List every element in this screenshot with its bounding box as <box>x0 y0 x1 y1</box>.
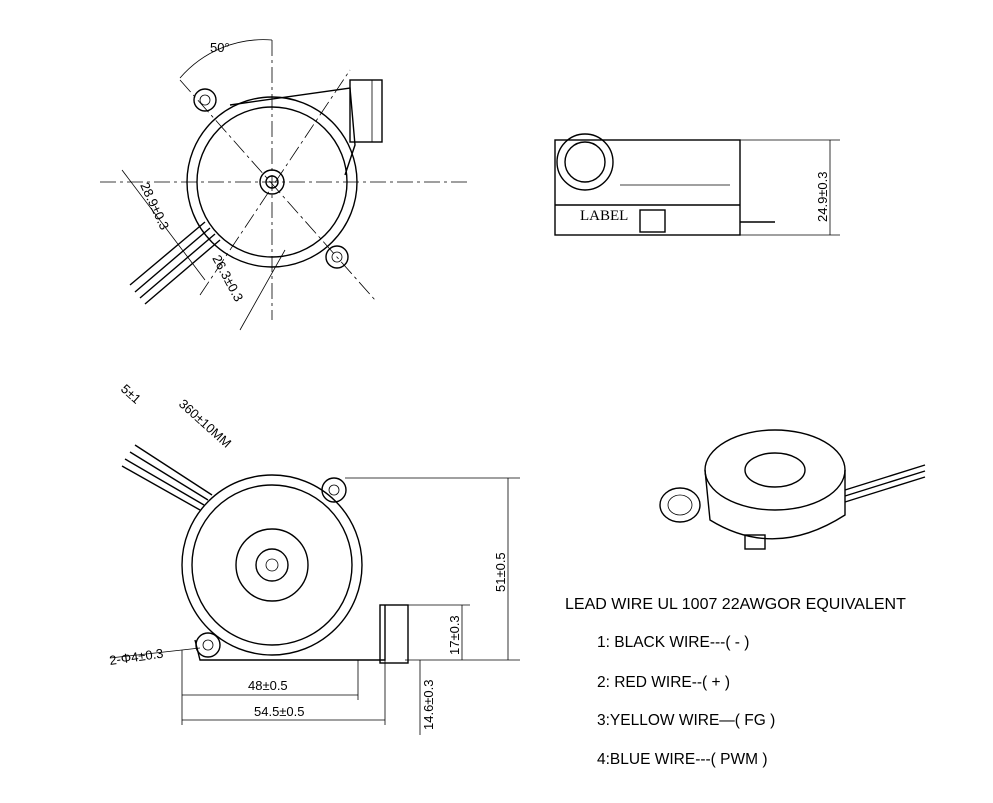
lead-length-dim: 360±10MM <box>176 396 234 451</box>
angle-arc <box>179 39 273 79</box>
iso-wire-3 <box>844 476 926 503</box>
impeller-outer <box>235 528 309 602</box>
iso-clip <box>744 534 766 550</box>
side-height-label: 24.9±0.3 <box>815 171 830 222</box>
front-view: 5±1 360±10MM 2-Φ4±0.3 51±0.5 17±0.3 14.6… <box>108 381 520 735</box>
side-outlet-circle <box>556 133 614 191</box>
wire-item-4: 4:BLUE WIRE---( PWM ) <box>597 751 768 768</box>
lead-wire-1 <box>129 221 206 286</box>
lead-strip-dim: 5±1 <box>118 381 144 407</box>
iso-body <box>704 469 846 540</box>
hole-leader <box>109 647 201 659</box>
front-ear-top <box>321 477 347 503</box>
wire-item-3: 3:YELLOW WIRE—( FG ) <box>597 712 776 729</box>
front-hole-left <box>202 639 214 651</box>
diag-dim-line <box>121 169 206 281</box>
side-clip <box>639 209 666 233</box>
diagonal-centerline <box>179 79 376 301</box>
iso-top-ellipse <box>704 429 846 511</box>
height-dim-label: 51±0.5 <box>493 552 508 592</box>
wire-item-1: 1: BLACK WIRE---( - ) <box>597 634 750 651</box>
front-hole-top <box>328 484 340 496</box>
outlet-offset-label: 14.6±0.3 <box>421 679 436 730</box>
housing-outer-circle <box>186 96 358 268</box>
side-view: LABEL 24.9±0.3 <box>554 133 840 236</box>
front-lead-wire-1 <box>134 444 213 496</box>
front-lead-wire-3 <box>124 458 205 506</box>
diag-dim-label: 28.9±0.3 <box>137 180 172 232</box>
front-lead-wire-2 <box>129 451 209 501</box>
wire-item-2: 2: RED WIRE--( + ) <box>597 674 731 691</box>
lead-wire-2 <box>134 227 211 293</box>
lead-wire-3 <box>139 233 216 299</box>
front-lead-wire-4 <box>121 465 201 511</box>
mount-hole-top <box>199 94 211 106</box>
outlet-height-label: 17±0.3 <box>447 615 462 655</box>
top-view: 50° 28.9±0.3 26.3±0.3 <box>100 39 470 331</box>
side-outlet-inner <box>564 141 606 183</box>
mount-hole-bottom <box>331 251 343 263</box>
iso-impeller <box>744 452 806 488</box>
iso-wire-1 <box>844 464 926 491</box>
hub-outer <box>259 169 285 195</box>
width-inner-label: 48±0.5 <box>248 678 288 693</box>
front-housing-ring <box>191 484 353 646</box>
front-base-outline <box>194 605 386 661</box>
lead-wire-spec-heading: LEAD WIRE UL 1007 22AWGOR EQUIVALENT <box>565 596 906 613</box>
mount-ear-bottom <box>325 245 349 269</box>
diag-dim-small-line <box>239 249 286 331</box>
front-ear-left <box>195 632 221 658</box>
outlet-tube <box>349 79 383 143</box>
front-outlet <box>379 604 409 664</box>
housing-inner-circle <box>196 106 348 258</box>
diag-dim-small-label: 26.3±0.3 <box>209 252 246 304</box>
side-label-text: LABEL <box>580 208 628 224</box>
iso-outlet-inner <box>667 494 693 516</box>
hub-inner <box>265 175 279 189</box>
width-outer-label: 54.5±0.5 <box>254 704 305 719</box>
diagonal-centerline-2 <box>199 69 351 296</box>
iso-outlet <box>659 487 701 523</box>
iso-wire-2 <box>844 470 926 497</box>
side-body <box>554 139 741 236</box>
impeller-hub <box>255 548 289 582</box>
impeller-center <box>265 558 279 572</box>
mount-ear-top <box>193 88 217 112</box>
front-housing-outer <box>181 474 363 656</box>
angle-label: 50° <box>210 40 230 55</box>
scroll-outline <box>229 87 356 176</box>
hole-dim-label: 2-Φ4±0.3 <box>108 646 164 668</box>
isometric-view <box>659 429 926 550</box>
lead-wire-4 <box>144 239 221 305</box>
